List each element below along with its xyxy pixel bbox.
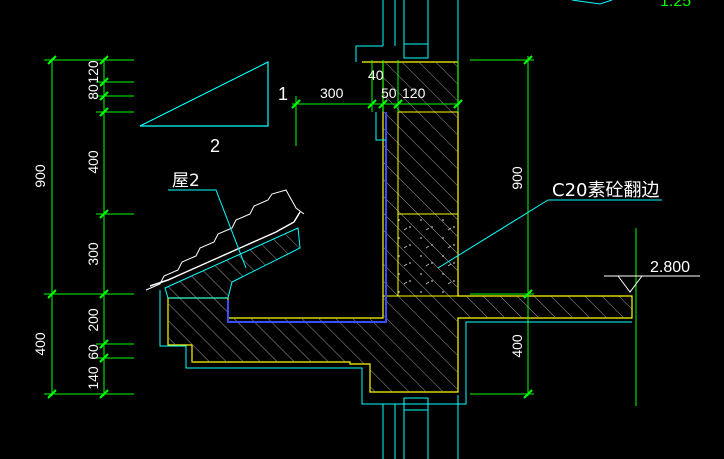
roof-label: 屋2 [172,171,200,191]
dim-top-120: 120 [402,85,426,101]
dim-top-40: 40 [368,67,384,83]
left-dimension-chain [44,55,134,399]
dim-seg-80: 80 [85,84,101,100]
top-dimension-chain [291,60,463,146]
dim-right-400: 400 [509,334,525,358]
right-dimension-chain [470,55,637,406]
corner-scale-text: 1:25 [660,0,691,10]
right-dimension-texts: 900 400 [509,166,525,358]
dim-right-900: 900 [509,166,525,190]
elevation-value: 2.800 [650,259,690,276]
concrete-section [167,61,633,393]
finish-lines [159,45,632,405]
dim-total-upper: 900 [32,164,48,188]
dim-seg-120: 120 [85,60,101,84]
top-dimension-texts: 300 40 50 120 [320,67,426,101]
parapet-label: C20素砼翻边 [552,180,659,201]
slope-run: 2 [210,136,220,156]
dim-seg-140: 140 [85,366,101,390]
wall-lines [382,0,613,459]
dim-seg-200: 200 [85,308,101,332]
dim-total-lower: 400 [32,332,48,356]
roof-tiles [145,189,305,299]
slope-rise: 1 [278,84,288,104]
waterproof-layer [227,112,387,323]
elevation-marker: 2.800 [604,259,700,293]
dim-seg-60: 60 [85,344,101,360]
left-dimension-texts: 900 400 120 80 400 300 200 60 140 [32,60,101,390]
dim-seg-400: 400 [85,150,101,174]
dim-top-50: 50 [381,85,397,101]
leaders [168,189,662,269]
dim-seg-300: 300 [85,242,101,266]
slope-symbol: 1 2 [139,61,288,156]
dim-top-300: 300 [320,85,344,101]
